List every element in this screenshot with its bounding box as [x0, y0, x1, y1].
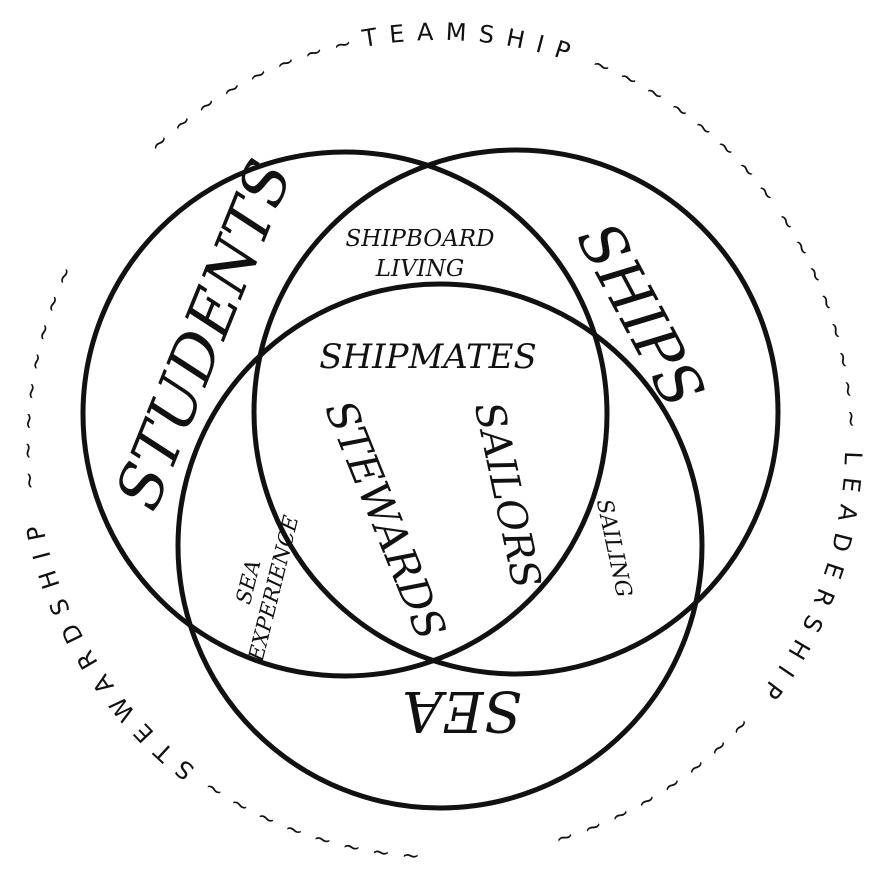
tilde-separator-bottom-right: ~ ~ ~ ~ ~ ~ ~ ~ — [550, 711, 755, 852]
living-label: LIVING — [375, 256, 465, 282]
tilde-separator-upper-right: ~ ~ ~ ~ ~ ~ ~ ~ — [588, 51, 782, 209]
stewards-label: STEWARDS — [315, 393, 455, 646]
sailing-label: SAILING — [591, 497, 636, 600]
tilde-separator-upper-left: ~ ~ ~ ~ ~ ~ ~ ~ — [145, 30, 357, 158]
sea-circle — [175, 281, 705, 811]
shipmates-label: SHIPMATES — [319, 337, 537, 377]
tilde-separator-bottom-left: ~ ~ ~ ~ ~ ~ ~ ~ — [198, 772, 421, 868]
students-circle — [80, 149, 610, 679]
students-label: STUDENTS — [101, 150, 307, 520]
shipboard-label: SHIPBOARD — [346, 226, 495, 252]
sailors-label: SAILORS — [465, 398, 549, 592]
tilde-separator-right: ~ ~ ~ ~ ~ ~ ~ ~ — [770, 208, 863, 431]
stewardship-label: STEWARDSHIP — [19, 511, 200, 785]
tilde-separator-left: ~ ~ ~ ~ ~ ~ ~ ~ — [16, 261, 81, 491]
ships-circle — [251, 147, 781, 677]
sea-label: SEA — [402, 678, 522, 743]
sea-experience-label: SEA EXPERIENCE — [231, 513, 303, 664]
teamship-label: TEAMSHIP — [359, 18, 585, 70]
